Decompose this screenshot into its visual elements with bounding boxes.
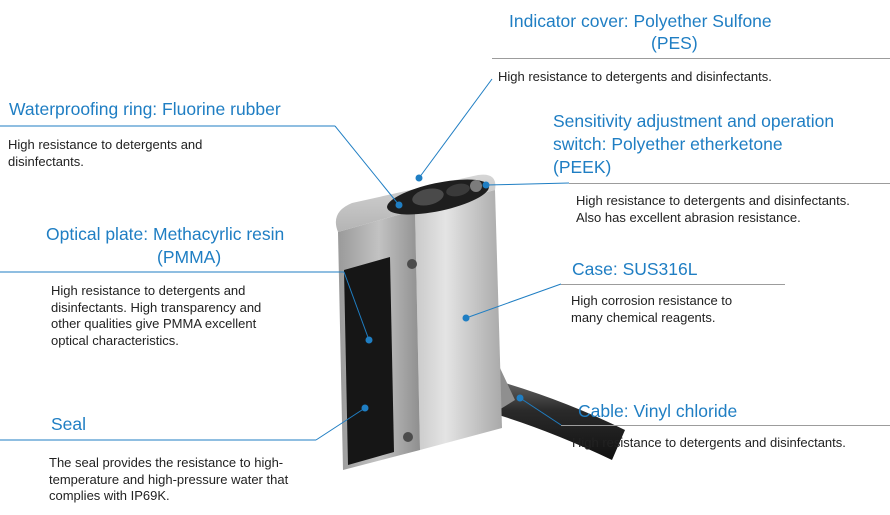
case-rule xyxy=(561,284,785,285)
leader-dots xyxy=(361,174,524,412)
cable-description: High resistance to detergents and disinf… xyxy=(572,435,846,450)
cable-title: Cable: Vinyl chloride xyxy=(578,401,738,421)
sensitivity-switch-title-line1: Sensitivity adjustment and operation xyxy=(553,111,835,131)
case-title: Case: SUS316L xyxy=(572,259,698,279)
optical-plate-title-line2: (PMMA) xyxy=(157,247,222,267)
leader-lines xyxy=(0,78,570,441)
optical-plate-window xyxy=(344,257,394,465)
seal-title: Seal xyxy=(51,414,87,434)
screw-top xyxy=(407,259,417,269)
indicator-cover xyxy=(387,179,489,215)
optical-plate-description: High resistance to detergents and disinf… xyxy=(51,283,262,348)
sensitivity-switch-title-line3: (PEEK) xyxy=(553,157,612,177)
case-description: High corrosion resistance to many chemic… xyxy=(571,293,733,325)
sensitivity-switch-description: High resistance to detergents and disinf… xyxy=(576,193,850,225)
sensitivity-switch-rule xyxy=(569,183,890,184)
waterproofing-ring-title: Waterproofing ring: Fluorine rubber xyxy=(9,99,281,119)
optical-plate-title-line1: Optical plate: Methacyrlic resin xyxy=(46,224,285,244)
indicator-cover-rule xyxy=(492,58,890,59)
indicator-cover-description: High resistance to detergents and disinf… xyxy=(498,69,772,84)
case-side xyxy=(415,190,502,450)
screw-bottom xyxy=(403,432,413,442)
cable-rule xyxy=(561,425,890,426)
waterproofing-ring-description: High resistance to detergents and disinf… xyxy=(8,137,203,169)
sensitivity-switch-title-line2: switch: Polyether etherketone xyxy=(553,134,783,154)
indicator-cover-title-line1: Indicator cover: Polyether Sulfone xyxy=(509,11,772,31)
indicator-cover-title-line2: (PES) xyxy=(651,33,698,53)
seal-description: The seal provides the resistance to high… xyxy=(49,455,289,503)
